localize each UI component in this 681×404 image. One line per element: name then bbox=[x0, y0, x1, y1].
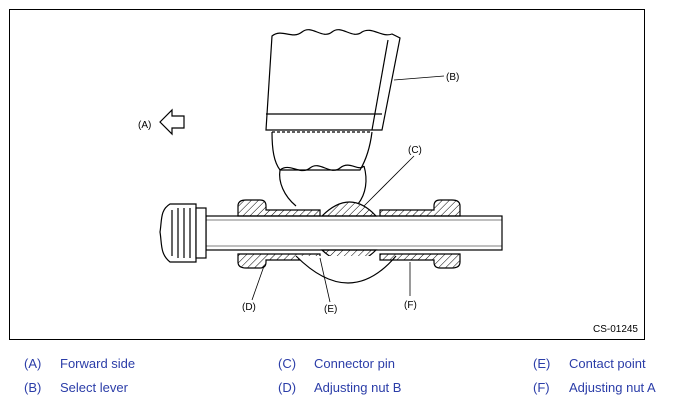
legend-code: (E) bbox=[533, 356, 551, 371]
legend-item-e: (E) Contact point bbox=[533, 356, 646, 371]
figure-code: CS-01245 bbox=[592, 324, 638, 335]
legend-code: (C) bbox=[278, 356, 297, 371]
label-b: (B) bbox=[446, 72, 459, 83]
legend-text: Adjusting nut A bbox=[569, 380, 656, 395]
legend: (A) Forward side (B) Select lever (C) Conne… bbox=[0, 352, 681, 404]
legend-text: Contact point bbox=[569, 356, 646, 371]
label-e: (E) bbox=[324, 304, 337, 315]
legend-item-d: (D) Adjusting nut B bbox=[278, 380, 401, 395]
diagram-frame: (A) (B) (C) (D) (E) (F) CS-01245 bbox=[9, 9, 645, 340]
control-rod bbox=[205, 215, 503, 251]
legend-text: Select lever bbox=[60, 380, 128, 395]
legend-item-a: (A) Forward side bbox=[24, 356, 135, 371]
label-a: (A) bbox=[138, 120, 151, 131]
legend-text: Forward side bbox=[60, 356, 136, 371]
legend-code: (D) bbox=[278, 380, 297, 395]
label-d: (D) bbox=[242, 302, 256, 313]
label-f: (F) bbox=[404, 300, 417, 311]
mechanism-diagram: (A) (B) (C) (D) (E) (F) bbox=[138, 29, 503, 315]
legend-item-c: (C) Connector pin bbox=[278, 356, 395, 371]
legend-code: (F) bbox=[533, 380, 550, 395]
adjusting-nut-a bbox=[379, 199, 461, 269]
forward-arrow-icon bbox=[159, 108, 185, 136]
rod-boot bbox=[159, 203, 207, 263]
legend-text: Adjusting nut B bbox=[314, 380, 402, 395]
select-lever bbox=[265, 29, 401, 207]
legend-code: (B) bbox=[24, 380, 42, 395]
label-c: (C) bbox=[408, 145, 422, 156]
legend-item-b: (B) Select lever bbox=[24, 380, 128, 395]
legend-code: (A) bbox=[24, 356, 42, 371]
leader-lines bbox=[251, 75, 445, 303]
legend-text: Connector pin bbox=[314, 356, 395, 371]
legend-item-f: (F) Adjusting nut A bbox=[533, 380, 656, 395]
